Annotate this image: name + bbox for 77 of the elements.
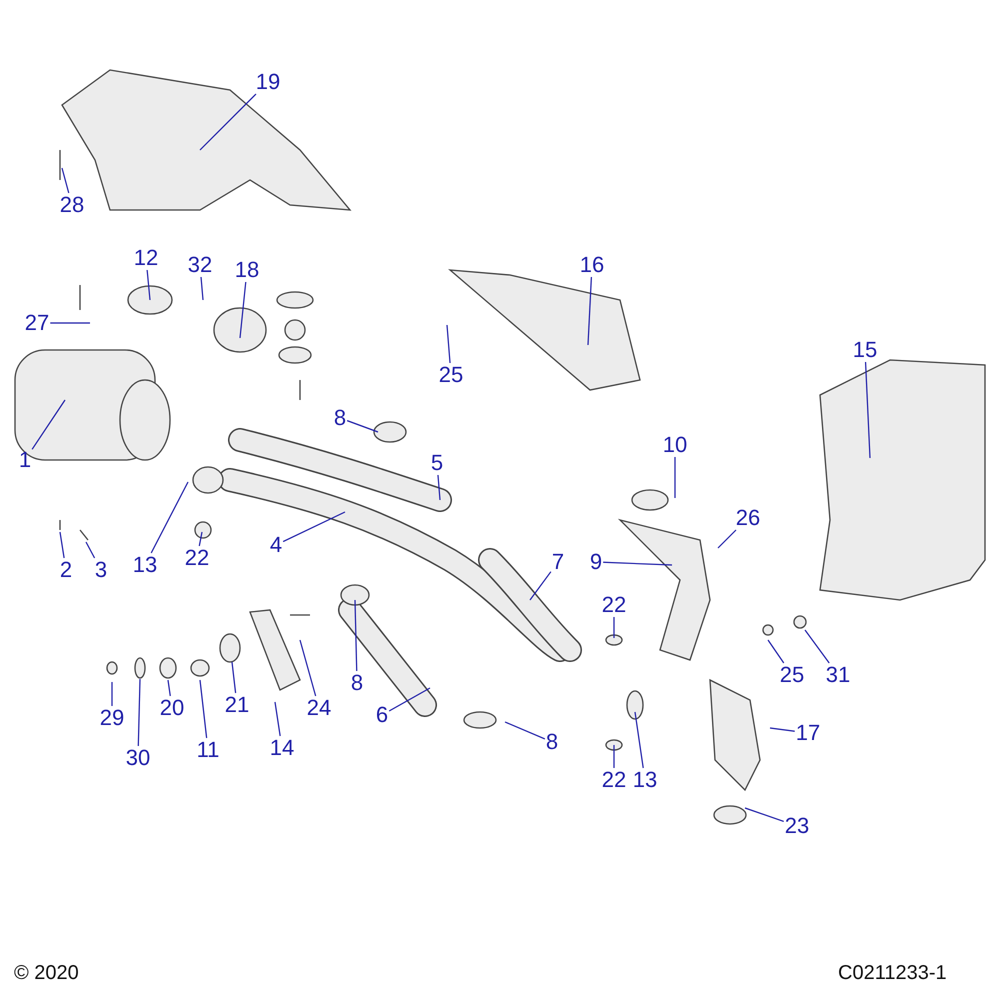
callout-number: 8 xyxy=(332,406,348,430)
callout-number: 28 xyxy=(58,193,86,217)
callout-number: 3 xyxy=(94,558,108,582)
figure-code: C0211233-1 xyxy=(838,962,947,985)
callout-number: 32 xyxy=(186,253,214,277)
leader-line xyxy=(346,420,378,433)
leader-line xyxy=(282,511,346,542)
callout-number: 18 xyxy=(234,258,260,282)
callout-number: 11 xyxy=(196,738,220,762)
leader-line xyxy=(150,482,189,554)
leader-line xyxy=(146,270,151,300)
callout-number: 17 xyxy=(794,721,822,745)
callout-number: 1 xyxy=(18,448,32,472)
leader-line xyxy=(85,542,96,558)
leader-line xyxy=(274,702,281,736)
callout-number: 19 xyxy=(254,70,282,94)
callout-number: 6 xyxy=(374,703,390,727)
leader-line xyxy=(138,678,141,746)
leader-line xyxy=(299,640,316,696)
leader-line xyxy=(59,532,65,558)
callout-number: 15 xyxy=(852,338,878,362)
leader-line xyxy=(770,727,795,732)
callout-number: 2 xyxy=(58,558,74,582)
callout-number: 4 xyxy=(268,533,284,557)
callout-number: 8 xyxy=(544,730,560,754)
leader-line xyxy=(199,680,208,738)
leader-line xyxy=(603,562,672,566)
callout-number: 20 xyxy=(158,696,186,720)
leader-line xyxy=(674,457,676,498)
callout-number: 24 xyxy=(306,696,332,720)
leader-line xyxy=(198,532,203,546)
leader-line xyxy=(239,282,246,338)
callout-number: 10 xyxy=(662,433,688,457)
leader-line xyxy=(864,362,871,458)
leader-line xyxy=(437,474,441,500)
callout-number: 31 xyxy=(824,663,852,687)
leader-line xyxy=(200,94,256,150)
callout-number: 8 xyxy=(350,671,364,695)
leader-line xyxy=(50,322,90,324)
callout-number: 13 xyxy=(132,553,158,577)
callout-number: 25 xyxy=(438,363,464,387)
leader-line xyxy=(718,530,736,548)
callout-number: 14 xyxy=(268,736,296,760)
callout-number: 25 xyxy=(778,663,806,687)
leader-line xyxy=(768,640,784,664)
leader-line xyxy=(200,276,204,300)
leader-line xyxy=(587,276,592,346)
leader-line xyxy=(530,571,552,600)
callout-number: 22 xyxy=(184,546,210,570)
callout-number: 27 xyxy=(24,311,50,335)
callout-number: 29 xyxy=(98,706,126,730)
leader-line xyxy=(804,630,830,664)
callout-number: 9 xyxy=(588,550,604,574)
leader-line xyxy=(744,807,784,822)
callout-number: 23 xyxy=(784,814,810,838)
callout-number: 30 xyxy=(124,746,152,770)
callout-number: 16 xyxy=(578,253,606,277)
callout-number: 5 xyxy=(430,451,444,475)
callout-number: 26 xyxy=(734,506,762,530)
leader-line xyxy=(613,617,615,638)
leader-line xyxy=(354,600,358,672)
leader-line xyxy=(231,662,236,694)
leader-line xyxy=(167,680,171,696)
callout-number: 22 xyxy=(600,768,628,792)
leader-line xyxy=(111,682,113,706)
callout-number: 12 xyxy=(132,246,160,270)
callout-number: 13 xyxy=(632,768,658,792)
leader-line xyxy=(61,168,70,194)
leader-line xyxy=(388,687,430,712)
callout-number: 22 xyxy=(600,593,628,617)
leader-line xyxy=(446,324,451,364)
leader-line xyxy=(504,721,546,740)
leader-line xyxy=(613,745,615,768)
copyright-note: © 2020 xyxy=(14,962,79,985)
leader-line xyxy=(634,712,644,768)
callout-number: 21 xyxy=(224,693,250,717)
callout-number: 7 xyxy=(550,550,566,574)
